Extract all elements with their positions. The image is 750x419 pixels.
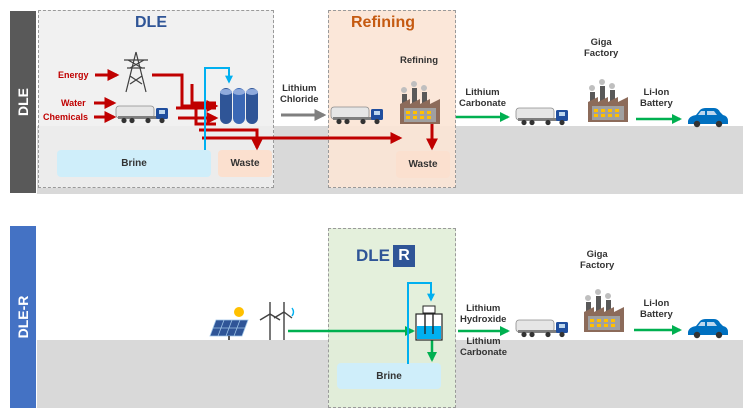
car-icon	[688, 319, 728, 339]
lithium-carbonate-label-dler: Lithium Carbonate	[460, 336, 507, 358]
car-icon	[688, 108, 728, 128]
energy-label: Energy	[58, 70, 89, 80]
giga-factory-label-dle: Giga Factory	[584, 37, 619, 59]
resin-tanks-icon	[220, 88, 258, 124]
factory-icon	[588, 79, 628, 122]
giga-factory-label-dler: Giga Factory	[580, 249, 615, 271]
lithium-chloride-label: Lithium Chloride	[280, 83, 319, 105]
solar-panel-icon	[209, 307, 249, 340]
dler-logo: DLE R	[356, 244, 415, 268]
power-tower-icon	[124, 51, 148, 93]
side-label-dle: DLE	[10, 11, 36, 193]
side-label-dler: DLE-R	[10, 226, 36, 408]
dler-logo-badge: R	[393, 245, 415, 267]
wind-turbine-icon	[259, 302, 295, 340]
blue-flow-arrow-dle	[204, 67, 233, 150]
tanker-truck-icon	[330, 106, 384, 125]
waste-box-refining: Waste	[396, 151, 450, 178]
factory-icon	[584, 289, 624, 332]
brine-pool-dler: Brine	[337, 363, 441, 389]
tanker-truck-icon	[515, 107, 569, 126]
green-flow-arrows-dle	[456, 112, 682, 124]
dler-logo-text: DLE	[356, 246, 390, 265]
red-flow-arrows	[94, 69, 438, 151]
factory-icon	[400, 81, 440, 124]
blue-flow-arrow-dler	[407, 282, 435, 364]
brine-pool-dle: Brine	[57, 150, 211, 177]
tanker-truck-icon	[515, 319, 569, 338]
green-flow-arrows-dler	[458, 325, 682, 336]
lithium-carbonate-label-dle: Lithium Carbonate	[459, 87, 506, 109]
water-label: Water	[61, 98, 86, 108]
li-ion-battery-label-dler: Li-Ion Battery	[640, 298, 673, 320]
li-ion-battery-label-dle: Li-Ion Battery	[640, 87, 673, 109]
electrolyzer-icon	[415, 305, 443, 341]
tanker-truck-icon	[115, 105, 169, 124]
waste-box-dle: Waste	[218, 150, 272, 177]
lithium-hydroxide-label: Lithium Hydroxide	[460, 303, 507, 325]
chemicals-label: Chemicals	[43, 112, 89, 122]
refining-box-title: Refining	[351, 14, 415, 31]
refining-label: Refining	[400, 55, 438, 66]
dle-box-title: DLE	[135, 14, 167, 31]
